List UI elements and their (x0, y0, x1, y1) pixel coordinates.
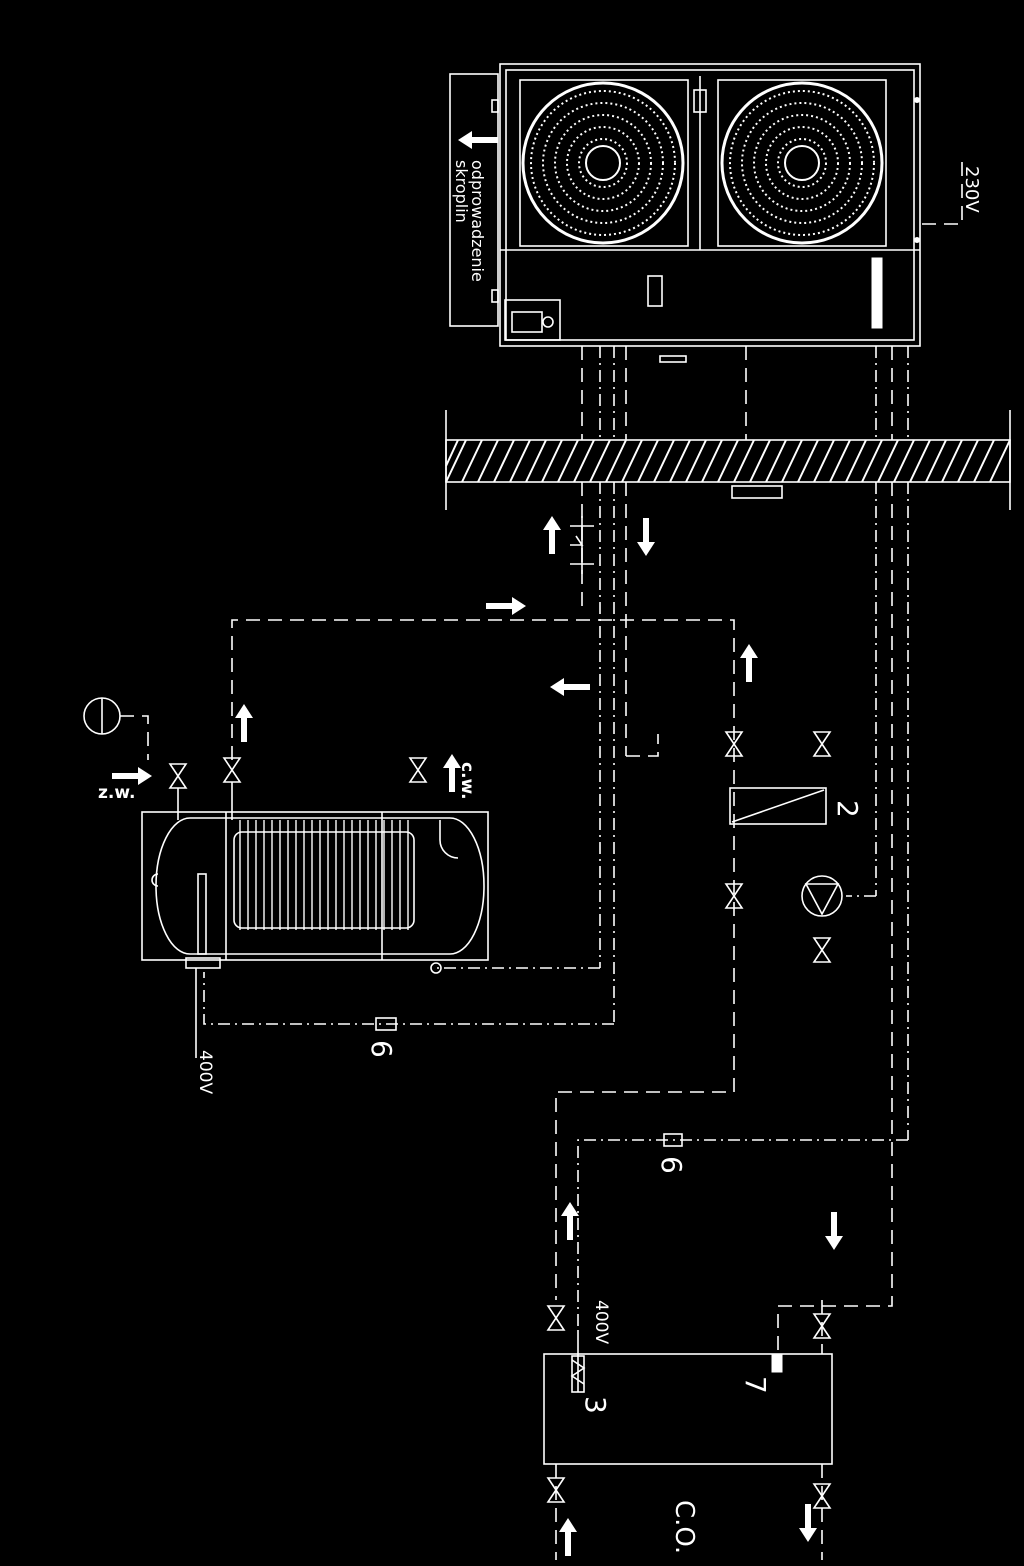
label-number-6-tank: 6 (365, 1040, 398, 1058)
flow-arrow-down-icon (799, 1504, 817, 1542)
flow-arrow-up-icon (561, 1202, 579, 1240)
valve-icon (409, 757, 427, 783)
flow-arrow-up-icon (235, 704, 253, 742)
condensate-drain-box: odprowadzenie skroplin (449, 73, 499, 327)
condensate-label-line1: odprowadzenie (468, 160, 487, 282)
condensate-label-line2: skroplin (452, 160, 471, 223)
flow-arrow-down-icon (825, 1212, 843, 1250)
buffer-tank: 400V 3 7 C.O. (543, 1300, 833, 1554)
condensate-arrow-icon (458, 131, 498, 149)
label-number-3: 3 (579, 1396, 612, 1414)
dhw-tank: z.w. c.w. 400V 6 (98, 762, 489, 1094)
flow-arrow-up-icon (543, 516, 561, 554)
label-number-6-buffer: 6 (655, 1156, 688, 1174)
cold-water-label: z.w. (98, 783, 135, 803)
hot-water-label: c.w. (457, 762, 477, 800)
fan-right-icon (717, 79, 887, 247)
label-number-7: 7 (739, 1376, 772, 1394)
valve-icon (813, 731, 831, 757)
heat-exchanger-2: 2 (729, 787, 864, 825)
label-number-2: 2 (831, 800, 864, 818)
flow-arrow-right-icon (486, 597, 526, 615)
piping (203, 346, 909, 1560)
heating-co-label: C.O. (669, 1500, 699, 1554)
circulation-pump-icon (801, 875, 843, 917)
meter-symbol-icon (83, 697, 149, 760)
power-230v-connection: 230V (922, 160, 982, 225)
voltage-400v-tank-label: 400V (195, 1050, 215, 1094)
flow-arrow-left-icon (550, 678, 590, 696)
wall (445, 410, 1011, 510)
flow-arrow-up-icon (559, 1518, 577, 1556)
tank-coil-icon (233, 820, 415, 930)
outdoor-heat-pump-unit (499, 63, 921, 363)
valve-icon (169, 763, 187, 789)
flow-arrow-down-icon (637, 518, 655, 556)
voltage-400v-buffer-label: 400V (591, 1300, 611, 1344)
fan-left-icon (519, 79, 689, 247)
voltage-230v-label: 230V (961, 166, 982, 213)
flow-arrow-up-icon (740, 644, 758, 682)
valve-icon (547, 1305, 565, 1331)
valve-icon (813, 937, 831, 963)
valve-icon (223, 757, 241, 783)
